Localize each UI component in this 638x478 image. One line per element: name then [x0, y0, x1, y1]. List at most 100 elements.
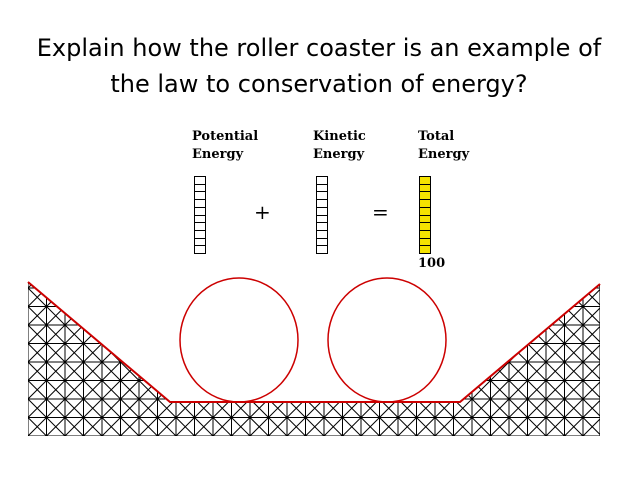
truss-beam — [582, 306, 600, 326]
truss-beam — [379, 306, 399, 326]
truss-beam — [194, 361, 214, 381]
truss-beam — [471, 343, 491, 363]
truss-beam — [416, 282, 436, 289]
truss-beam — [176, 251, 195, 270]
truss-beam — [324, 251, 343, 270]
truss-beam — [83, 306, 103, 326]
truss-beam — [490, 306, 510, 326]
truss-beam — [249, 287, 269, 307]
truss-beam — [379, 324, 399, 344]
truss-beam — [286, 380, 306, 400]
truss-beam — [527, 287, 547, 307]
bar-segment — [420, 215, 430, 224]
truss-beam — [508, 282, 528, 289]
potential-energy-label: Potential Energy — [192, 129, 259, 162]
truss-beam — [65, 251, 84, 270]
truss-beam — [158, 251, 177, 270]
truss-beam — [416, 287, 436, 307]
truss-beam — [212, 361, 232, 381]
bar-segment — [420, 192, 430, 201]
kinetic-energy-bar — [316, 176, 328, 254]
truss-beam — [379, 287, 399, 307]
truss-beam — [453, 361, 473, 381]
total-energy-bar — [419, 176, 431, 254]
truss-beam — [379, 417, 399, 436]
truss-beam — [379, 361, 399, 381]
truss-beam — [582, 417, 600, 436]
truss-beam — [102, 251, 121, 270]
truss-beam — [434, 417, 454, 436]
truss-beam — [342, 306, 362, 326]
truss-beam — [416, 324, 436, 344]
truss-beam — [249, 361, 269, 381]
truss-beam — [269, 251, 288, 270]
truss-beam — [509, 251, 528, 270]
truss-beam — [47, 251, 66, 270]
truss-beam — [360, 417, 380, 436]
truss-beam — [527, 398, 547, 418]
truss-beam — [397, 324, 417, 344]
truss-beam — [287, 251, 306, 270]
truss-beam — [416, 343, 436, 363]
truss-beam — [268, 361, 288, 381]
truss-beam — [47, 251, 66, 270]
truss-beam — [360, 324, 380, 344]
truss-beam — [342, 417, 362, 436]
bar-segment — [317, 192, 327, 201]
bar-segment — [317, 239, 327, 247]
truss-beam — [231, 343, 251, 363]
truss-beam — [582, 361, 600, 381]
truss-beam — [416, 306, 436, 326]
truss-beam — [249, 324, 269, 344]
truss-beam — [342, 361, 362, 381]
truss-beam — [194, 417, 214, 436]
truss-beam — [471, 282, 491, 289]
bar-segment — [195, 216, 205, 224]
truss-beam — [64, 417, 84, 436]
truss-beam — [120, 398, 140, 418]
truss-beam — [508, 380, 528, 400]
truss-beam — [212, 343, 232, 363]
truss-beam — [360, 343, 380, 363]
bar-segment — [317, 200, 327, 208]
truss-beam — [379, 306, 399, 326]
truss-beam — [212, 287, 232, 307]
truss-beam — [528, 251, 547, 270]
truss-beam — [508, 324, 528, 344]
kinetic-energy-label: Kinetic Energy — [313, 129, 366, 162]
truss-beam — [286, 287, 306, 307]
truss-beam — [249, 306, 269, 326]
truss-beam — [416, 287, 436, 307]
truss-beam — [175, 417, 195, 436]
truss-beam — [157, 306, 177, 326]
bar-segment — [317, 223, 327, 231]
truss-beam — [453, 306, 473, 326]
truss-beam — [28, 251, 47, 270]
truss-beam — [65, 251, 84, 270]
total-energy-value: 100 — [418, 256, 446, 271]
truss-beam — [360, 306, 380, 326]
truss-beam — [231, 287, 251, 307]
plus-sign: + — [254, 200, 271, 224]
truss-beam — [212, 306, 232, 326]
truss-beam — [379, 361, 399, 381]
truss-beam — [416, 282, 436, 289]
truss-beam — [194, 324, 214, 344]
truss-beam — [249, 306, 269, 326]
truss-beam — [360, 324, 380, 344]
truss-beam — [212, 417, 232, 436]
truss-beam — [232, 251, 251, 270]
truss-beam — [490, 324, 510, 344]
truss-beam — [490, 343, 510, 363]
truss-beam — [435, 251, 454, 270]
truss-beam — [231, 417, 251, 436]
truss-beam — [101, 282, 121, 289]
truss-beam — [564, 287, 584, 307]
truss-beam — [158, 251, 177, 270]
truss-beam — [360, 343, 380, 363]
truss-beam — [323, 324, 343, 344]
truss-beam — [508, 324, 528, 344]
truss-beam — [490, 380, 510, 400]
truss-beam — [212, 306, 232, 326]
truss-beam — [28, 417, 47, 436]
